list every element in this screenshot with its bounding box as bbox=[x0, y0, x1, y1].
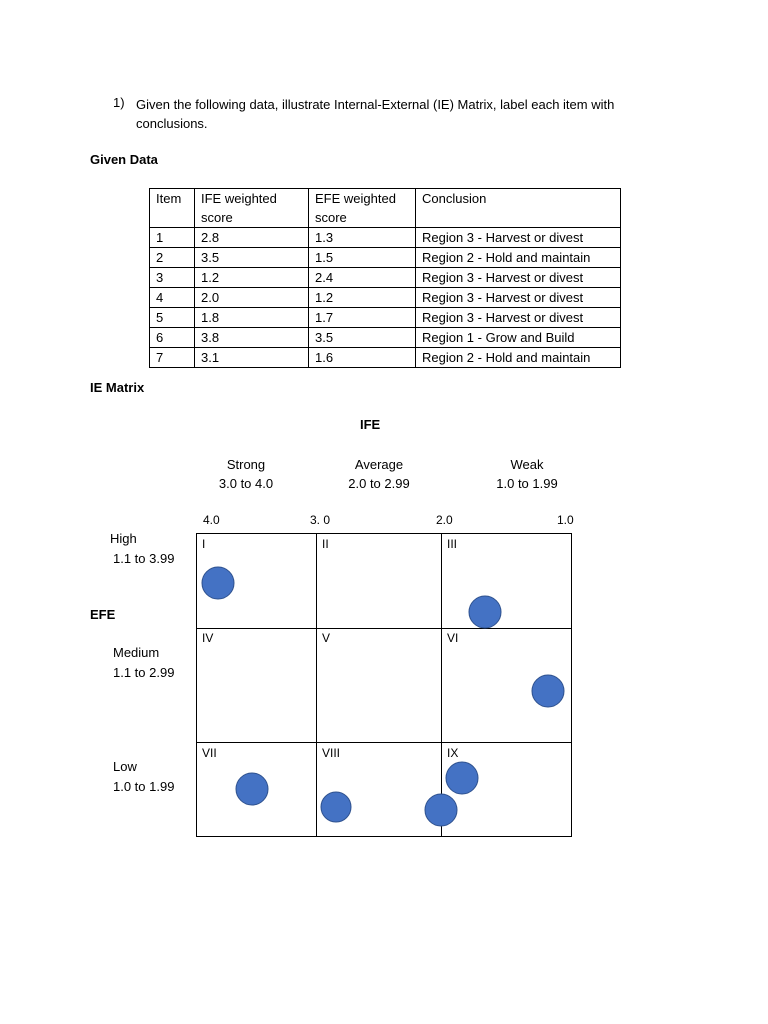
ie-matrix-heading: IE Matrix bbox=[90, 380, 145, 395]
table-header-row: Item IFE weighted score EFE weighted sco… bbox=[149, 188, 621, 228]
cell-label-ii: II bbox=[322, 537, 329, 551]
header-efe: EFE weighted score bbox=[308, 188, 416, 228]
row-name: High bbox=[110, 531, 137, 546]
column-header-weak: Weak 1.0 to 1.99 bbox=[477, 455, 577, 493]
cell-label-viii: VIII bbox=[322, 746, 340, 760]
cell-conclusion: Region 2 - Hold and maintain bbox=[415, 247, 621, 268]
column-name: Weak bbox=[510, 457, 544, 472]
cell-label-iii: III bbox=[447, 537, 457, 551]
row-header-medium: Medium 1.1 to 2.99 bbox=[113, 643, 174, 683]
cell-label-i: I bbox=[202, 537, 205, 551]
cell-label-ix: IX bbox=[447, 746, 458, 760]
given-data-heading: Given Data bbox=[90, 152, 158, 167]
table-row: 1 2.8 1.3 Region 3 - Harvest or divest bbox=[149, 227, 621, 248]
header-item: Item bbox=[149, 188, 195, 228]
header-conclusion: Conclusion bbox=[415, 188, 621, 228]
table-row: 2 3.5 1.5 Region 2 - Hold and maintain bbox=[149, 247, 621, 268]
column-range: 3.0 to 4.0 bbox=[218, 476, 274, 491]
column-range: 1.0 to 1.99 bbox=[496, 476, 558, 491]
tick-label: 4.0 bbox=[203, 513, 220, 527]
cell-conclusion: Region 3 - Harvest or divest bbox=[415, 267, 621, 288]
table-row: 7 3.1 1.6 Region 2 - Hold and maintain bbox=[149, 347, 621, 368]
item-marker bbox=[424, 793, 458, 827]
row-name: Medium bbox=[113, 645, 160, 660]
row-header-low: Low 1.0 to 1.99 bbox=[113, 757, 174, 797]
cell-efe: 1.3 bbox=[308, 227, 416, 248]
column-range: 2.0 to 2.99 bbox=[348, 476, 410, 491]
cell-conclusion: Region 2 - Hold and maintain bbox=[415, 347, 621, 368]
row-name: Low bbox=[113, 759, 137, 774]
cell-efe: 1.6 bbox=[308, 347, 416, 368]
tick-label: 2.0 bbox=[436, 513, 453, 527]
item-marker bbox=[235, 772, 269, 806]
row-header-high: High 1.1 to 3.99 bbox=[110, 529, 174, 569]
cell-conclusion: Region 3 - Harvest or divest bbox=[415, 307, 621, 328]
column-header-average: Average 2.0 to 2.99 bbox=[327, 455, 431, 493]
tick-label: 3. 0 bbox=[310, 513, 331, 527]
tick-label: 1.0 bbox=[557, 513, 574, 527]
column-name: Average bbox=[354, 457, 404, 472]
item-marker bbox=[531, 674, 565, 708]
item-marker bbox=[201, 566, 235, 600]
item-marker bbox=[320, 791, 352, 823]
item-marker bbox=[445, 761, 479, 795]
matrix-markers bbox=[201, 566, 565, 827]
item-marker bbox=[468, 595, 502, 629]
cell-efe: 2.4 bbox=[308, 267, 416, 288]
column-header-strong: Strong 3.0 to 4.0 bbox=[196, 455, 296, 493]
question-number: 1) bbox=[113, 95, 125, 110]
cell-conclusion: Region 3 - Harvest or divest bbox=[415, 227, 621, 248]
header-ife: IFE weighted score bbox=[194, 188, 309, 228]
table-row: 3 1.2 2.4 Region 3 - Harvest or divest bbox=[149, 267, 621, 288]
ife-axis-label: IFE bbox=[360, 417, 381, 432]
efe-axis-label: EFE bbox=[90, 607, 116, 622]
cell-label-v: V bbox=[322, 631, 330, 645]
row-range: 1.0 to 1.99 bbox=[113, 779, 175, 794]
column-name: Strong bbox=[226, 457, 266, 472]
cell-label-vi: VI bbox=[447, 631, 458, 645]
row-range: 1.1 to 3.99 bbox=[113, 551, 175, 566]
given-data-table: Item IFE weighted score EFE weighted sco… bbox=[149, 188, 621, 368]
question-text: Given the following data, illustrate Int… bbox=[136, 97, 615, 131]
cell-label-iv: IV bbox=[202, 631, 213, 645]
table-row: 5 1.8 1.7 Region 3 - Harvest or divest bbox=[149, 307, 621, 328]
matrix-border bbox=[196, 533, 572, 837]
cell-label-vii: VII bbox=[202, 746, 217, 760]
row-range: 1.1 to 2.99 bbox=[113, 665, 175, 680]
cell-item: 7 bbox=[149, 347, 195, 368]
